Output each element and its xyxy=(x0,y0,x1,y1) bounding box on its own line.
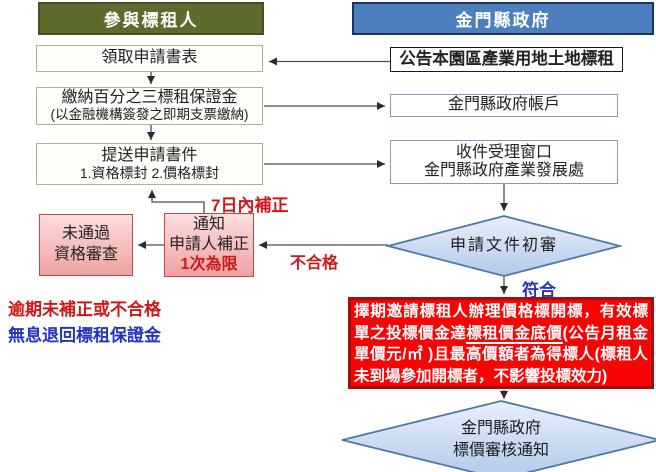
box-notify-correction-line1: 通知 xyxy=(192,216,225,233)
box-award-rules-segment1: 擇期邀請標租人辦理價格標開標，有效標單之投標價金達 xyxy=(354,303,648,342)
header-participant: 參與標租人 xyxy=(38,2,264,35)
box-submit-documents-line1: 提送申請書件 xyxy=(101,146,198,164)
box-submit-documents: 提送申請書件 1.資格標封 2.價格標封 xyxy=(36,143,263,185)
box-award-rules-segment3: (公告月租金單價元/㎡ )且最高價額者為得標人(標租人未到場參加開標者，不影響投… xyxy=(354,324,648,385)
label-correction-deadline: 7日內補正 xyxy=(211,196,289,215)
box-government-account: 金門縣政府帳戶 xyxy=(390,94,618,117)
box-fail-qualification-line2: 資格審查 xyxy=(53,246,118,263)
box-submit-documents-line2: 1.資格標封 2.價格標封 xyxy=(79,165,220,182)
label-refund-deposit: 無息退回標租保證金 xyxy=(8,326,161,345)
diamond-price-review-polygon xyxy=(341,400,656,472)
box-notify-correction-line3: 1次為限 xyxy=(180,256,238,273)
box-intake-window-line1: 收件受理窗口 xyxy=(455,143,552,161)
label-not-qualified: 不合格 xyxy=(290,255,339,272)
diamond-initial-review-shape xyxy=(386,215,622,277)
box-award-rules: 擇期邀請標租人辦理價格標開標，有效標單之投標價金達標租價金底價(公告月租金單價元… xyxy=(348,297,654,389)
box-award-rules-underlined: 標租價金底價 xyxy=(466,324,563,344)
box-announce-tender: 公告本園區產業用地土地標租 xyxy=(390,47,623,72)
box-pay-deposit: 繳納百分之三標租保證金 (以金融機構簽發之即期支票繳納) xyxy=(36,87,263,125)
label-overdue-or-fail: 逾期未補正或不合格 xyxy=(8,300,161,319)
box-intake-window: 收件受理窗口 金門縣政府產業發展處 xyxy=(390,140,618,184)
diamond-initial-review-polygon xyxy=(386,215,622,277)
box-notify-correction: 通知 申請人補正 1次為限 xyxy=(164,213,254,277)
box-get-application-form: 領取申請書表 xyxy=(36,45,263,72)
box-pay-deposit-line2: (以金融機構簽發之即期支票繳納) xyxy=(50,107,249,123)
box-pay-deposit-line1: 繳納百分之三標租保證金 xyxy=(61,89,238,107)
box-fail-qualification-line1: 未通過 xyxy=(61,225,110,243)
box-notify-correction-line2: 申請人補正 xyxy=(168,236,249,253)
box-fail-qualification: 未通過 資格審查 xyxy=(39,214,133,276)
diamond-price-review-shape xyxy=(341,400,656,472)
arrow-notify-to-submit xyxy=(148,190,205,213)
box-intake-window-line2: 金門縣政府產業發展處 xyxy=(423,162,584,179)
label-qualified: 符合 xyxy=(522,281,556,300)
header-government: 金門縣政府 xyxy=(352,2,654,35)
